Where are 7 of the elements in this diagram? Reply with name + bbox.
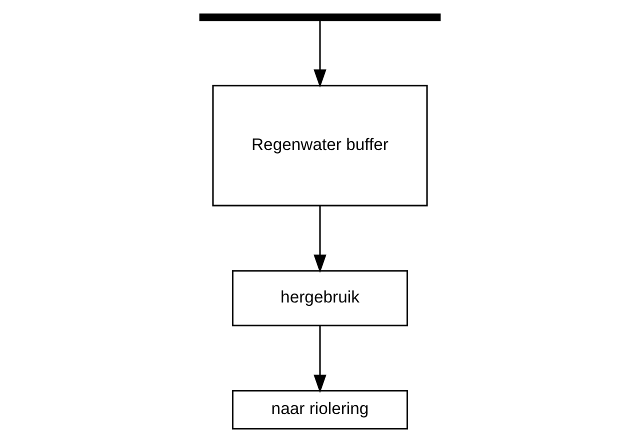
node-bar (199, 14, 441, 22)
node-box: hergebruik (232, 270, 408, 326)
arrow (314, 326, 326, 393)
node-box: naar riolering (232, 390, 408, 430)
arrow (314, 20, 326, 88)
node-box: Regenwater buffer (212, 84, 428, 206)
arrow (314, 206, 326, 273)
